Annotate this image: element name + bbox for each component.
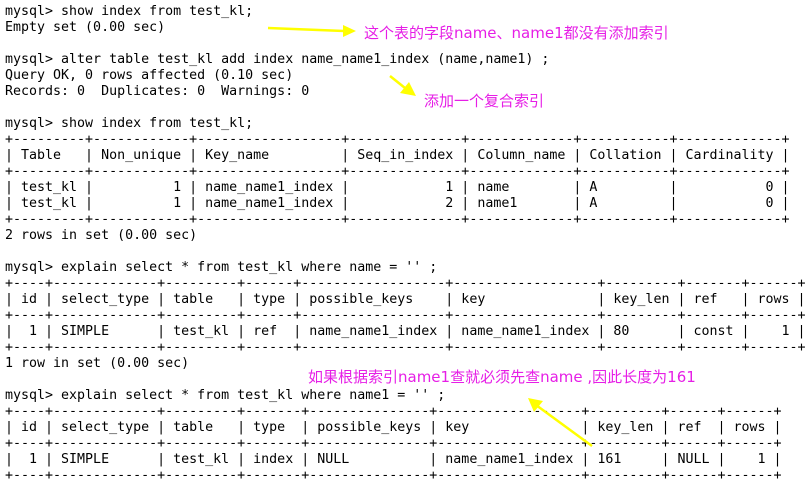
terminal-line: +----+-------------+---------+------+---…	[5, 340, 806, 355]
annotation-no-index: 这个表的字段name、name1都没有添加索引	[364, 24, 669, 42]
terminal-line: | Table | Non_unique | Key_name | Seq_in…	[5, 148, 790, 163]
terminal-line: | test_kl | 1 | name_name1_index | 1 | n…	[5, 180, 790, 195]
terminal-line: +----+-------------+---------+-------+--…	[5, 436, 782, 451]
terminal-line: +---------+------------+----------------…	[5, 132, 790, 147]
terminal-line: mysql> explain select * from test_kl whe…	[5, 388, 446, 403]
terminal-line: | 1 | SIMPLE | test_kl | ref | name_name…	[5, 324, 806, 339]
terminal-line: Records: 0 Duplicates: 0 Warnings: 0	[5, 84, 310, 99]
terminal-line: +----+-------------+---------+------+---…	[5, 276, 806, 291]
terminal-line: +----+-------------+---------+------+---…	[5, 308, 806, 323]
annotation-key-len: 如果根据索引name1查就必须先查name ,因此长度为161	[308, 368, 696, 386]
terminal-line: | 1 | SIMPLE | test_kl | index | NULL | …	[5, 452, 782, 467]
terminal-line: Query OK, 0 rows affected (0.10 sec)	[5, 68, 294, 83]
terminal-line: | id | select_type | table | type | poss…	[5, 292, 806, 307]
terminal-line: mysql> explain select * from test_kl whe…	[5, 260, 438, 275]
arrow-1	[267, 25, 356, 37]
annotation-add-index: 添加一个复合索引	[424, 92, 545, 110]
terminal-line: Empty set (0.00 sec)	[5, 20, 166, 35]
terminal-line: +---------+------------+----------------…	[5, 164, 790, 179]
arrow-2	[389, 75, 416, 96]
terminal-line: | test_kl | 1 | name_name1_index | 2 | n…	[5, 196, 790, 211]
terminal-line: +----+-------------+---------+-------+--…	[5, 404, 782, 419]
terminal-line: 2 rows in set (0.00 sec)	[5, 228, 198, 243]
terminal-line: 1 row in set (0.00 sec)	[5, 356, 190, 371]
terminal-line: +---------+------------+----------------…	[5, 212, 790, 227]
terminal-line: mysql> show index from test_kl;	[5, 4, 254, 19]
terminal-line: mysql> alter table test_kl add index nam…	[5, 52, 550, 67]
terminal-line: | id | select_type | table | type | poss…	[5, 420, 782, 435]
terminal-line: +----+-------------+---------+-------+--…	[5, 468, 782, 483]
terminal-line: mysql> show index from test_kl;	[5, 116, 254, 131]
